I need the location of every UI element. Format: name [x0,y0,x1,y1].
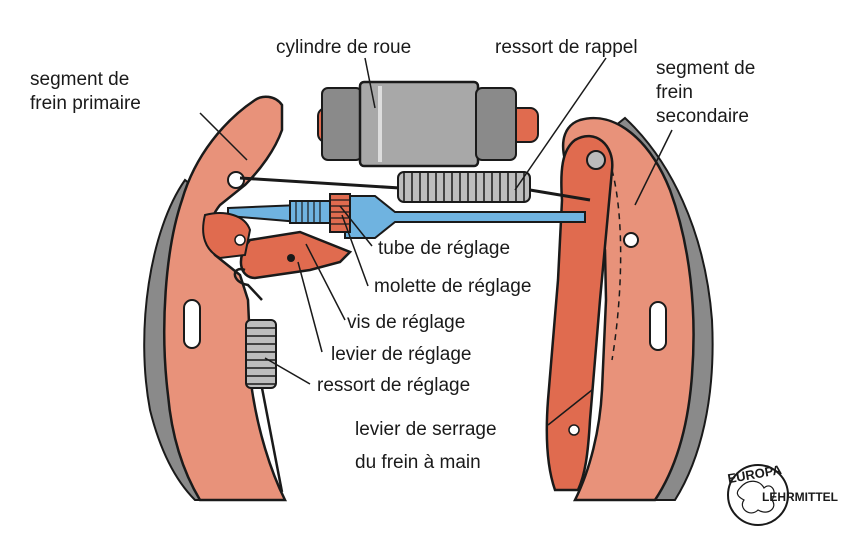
handbrake-pivot [586,150,606,170]
adjusting-screw [289,200,331,224]
primary-shoe-slot [183,299,201,349]
label-primary-shoe-2: frein primaire [30,93,141,114]
label-secondary-shoe-1: segment de [656,58,755,79]
label-adjusting-screw: vis de réglage [347,312,465,333]
return-spring [397,171,531,203]
adjusting-lever [239,230,353,280]
secondary-shoe-slot [649,301,667,351]
svg-text:LEHRMITTEL: LEHRMITTEL [762,490,838,504]
label-adjusting-spring: ressort de réglage [317,375,470,396]
label-adjusting-lever: levier de réglage [331,344,471,365]
label-adjusting-wheel: molette de réglage [374,276,531,297]
leader-lines [199,57,673,426]
label-primary-shoe-1: segment de [30,69,129,90]
primary-shoe [163,95,288,502]
label-secondary-shoe-3: secondaire [656,106,749,127]
label-adjusting-tube: tube de réglage [378,238,510,259]
primary-bracket [202,212,252,260]
secondary-shoe-hole [623,232,639,248]
label-handbrake-lever-2: du frein à main [355,452,481,473]
return-spring-hook [239,176,401,190]
handbrake-dashed-edge [611,169,622,361]
europa-lehrmittel-logo: EUROPA LEHRMITTEL [726,462,838,526]
adjusting-spring [245,319,277,389]
label-wheel-cylinder: cylindre de roue [276,37,411,58]
label-secondary-shoe-2: frein [656,82,693,103]
adjusting-spring-hook [233,267,263,301]
primary-bracket-hole [234,234,246,246]
handbrake-lever [545,134,614,492]
primary-shoe-hole [227,171,245,189]
wheel-cylinder [317,80,539,168]
handbrake-hole [568,424,580,436]
adjuster-tube [344,195,586,239]
label-handbrake-lever-1: levier de serrage [355,419,497,440]
adjusting-spring-rod [260,387,284,493]
adjusting-wheel [329,193,351,233]
return-spring-end [529,188,591,202]
label-return-spring: ressort de rappel [495,37,638,58]
adjusting-lever-rivet [287,254,295,262]
